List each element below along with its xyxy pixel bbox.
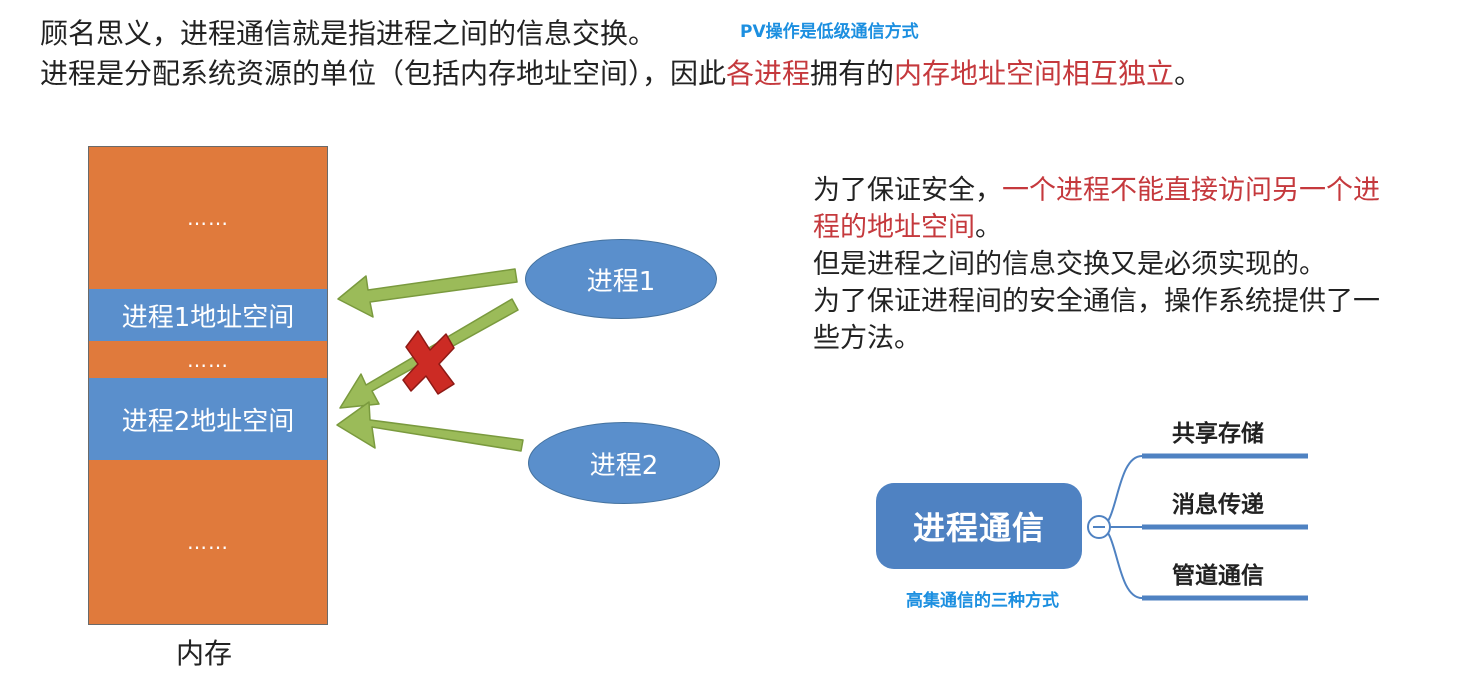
memory-segment-dots-middle: ……	[89, 341, 327, 378]
intro-line-2: 进程是分配系统资源的单位（包括内存地址空间），因此各进程拥有的内存地址空间相互独…	[40, 52, 1202, 92]
branch-shared-memory: 共享存储	[1172, 421, 1264, 447]
mindmap-hub: 进程通信	[876, 483, 1082, 569]
process2-address-space: 进程2地址空间	[89, 378, 327, 460]
security-period: 。	[975, 212, 1002, 243]
os-methods-sentence: 为了保证进程间的安全通信，操作系统提供了一些方法。	[813, 286, 1380, 354]
exchange-sentence: 但是进程之间的信息交换又是必须实现的。	[813, 249, 1326, 280]
arrow-process2-to-space2	[336, 401, 524, 452]
intro-line-2-period: 。	[1174, 57, 1203, 90]
highlight-each-process: 各进程	[726, 57, 811, 90]
branch-pipe: 管道通信	[1172, 563, 1264, 589]
highlight-independent-memory: 内存地址空间相互独立	[894, 57, 1175, 90]
security-lead: 为了保证安全，	[813, 175, 1002, 206]
process1-ellipse: 进程1	[525, 239, 717, 319]
memory-segment-dots-bottom: ……	[89, 460, 327, 624]
security-sentence: 为了保证安全，一个进程不能直接访问另一个进程的地址空间。	[813, 172, 1393, 246]
memory-segment-dots-top: ……	[89, 147, 327, 289]
mindmap-annotation: 高集通信的三种方式	[906, 591, 1059, 611]
highlight-no-direct-access: 一个进程不能直接访问另一个进程的地址空间	[813, 175, 1380, 243]
pv-annotation: PV操作是低级通信方式	[740, 22, 919, 42]
process2-ellipse: 进程2	[528, 422, 720, 504]
collapse-toggle-icon	[1087, 515, 1111, 539]
blocked-cross-icon	[402, 330, 455, 395]
connector-to-shared-memory	[1099, 455, 1143, 528]
intro-line-2-part-a: 进程是分配系统资源的单位（包括内存地址空间），因此	[40, 57, 727, 90]
branch-message-passing: 消息传递	[1172, 492, 1264, 518]
arrow-process1-to-space1	[337, 268, 518, 318]
memory-caption: 内存	[176, 637, 233, 670]
connector-to-pipe	[1099, 526, 1143, 599]
security-paragraph: 为了保证安全，一个进程不能直接访问另一个进程的地址空间。 但是进程之间的信息交换…	[813, 172, 1393, 357]
memory-column: …… 进程1地址空间 …… 进程2地址空间 ……	[88, 146, 328, 625]
intro-line-1: 顾名思义，进程通信就是指进程之间的信息交换。	[40, 17, 657, 50]
process1-address-space: 进程1地址空间	[89, 289, 327, 341]
intro-line-2-part-c: 拥有的	[810, 57, 895, 90]
